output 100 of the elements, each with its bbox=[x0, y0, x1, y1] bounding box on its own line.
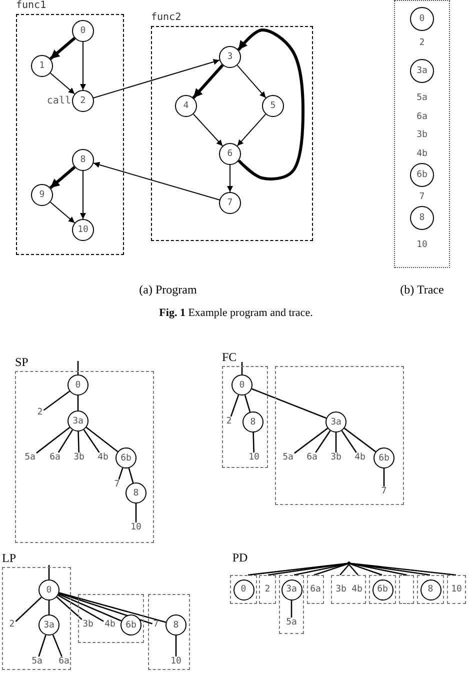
junction-point bbox=[348, 562, 350, 564]
circle-node: 6b bbox=[410, 163, 434, 187]
connector-line bbox=[350, 562, 430, 576]
circle-node: 6b bbox=[372, 579, 393, 600]
arrow bbox=[80, 170, 86, 220]
trace-entry: 3b bbox=[416, 130, 428, 140]
connector-line bbox=[268, 562, 348, 576]
node-label: 2 bbox=[225, 416, 233, 428]
circle-node: 3a bbox=[68, 410, 88, 432]
node-label: 5a bbox=[30, 656, 44, 668]
trace-entry: 7 bbox=[419, 192, 425, 202]
circle-node: 2 bbox=[72, 90, 94, 112]
node-label: 5a bbox=[282, 452, 294, 464]
circle-node: 3a bbox=[410, 59, 434, 83]
connector-line bbox=[128, 468, 134, 484]
circle-node: 4 bbox=[175, 95, 197, 117]
loop-arrow bbox=[237, 28, 304, 180]
circle-node: 10 bbox=[72, 219, 94, 241]
connector-line bbox=[314, 563, 348, 576]
arrow bbox=[49, 166, 76, 189]
connector-line bbox=[248, 562, 348, 576]
node-label: 10 bbox=[130, 522, 142, 534]
group-label: FC bbox=[222, 351, 237, 364]
figure-caption: Fig. 1 Example program and trace. bbox=[159, 307, 313, 319]
node-label: 4b bbox=[104, 620, 116, 630]
connector-line bbox=[36, 426, 70, 454]
connector-line bbox=[350, 563, 382, 576]
connector-line bbox=[294, 563, 348, 576]
connector-line bbox=[58, 594, 122, 622]
node-label: 7 bbox=[113, 480, 121, 490]
connector-line bbox=[230, 394, 240, 417]
connector-line bbox=[244, 394, 251, 412]
connector-line bbox=[38, 634, 46, 657]
arrow bbox=[93, 162, 220, 200]
trace-entry: 6a bbox=[416, 112, 428, 122]
circle-node: 3a bbox=[326, 412, 346, 432]
group-label: func2 bbox=[151, 11, 182, 24]
circle-node: 3 bbox=[219, 46, 241, 68]
connector-line bbox=[315, 430, 331, 453]
connector-line bbox=[348, 564, 358, 576]
circle-node: 5 bbox=[262, 95, 284, 117]
circle-node: 1 bbox=[31, 55, 53, 77]
circle-node: 6 bbox=[219, 143, 241, 165]
trace-entry: 10 bbox=[416, 240, 428, 250]
circle-node: 3a bbox=[38, 614, 60, 636]
connector-line bbox=[15, 596, 42, 622]
node-label: 7 bbox=[380, 486, 388, 498]
connector-line bbox=[77, 396, 79, 410]
circle-node: 6b bbox=[120, 614, 142, 636]
circle-node: 7 bbox=[219, 192, 241, 214]
circle-node: 8 bbox=[126, 482, 146, 504]
arrow bbox=[50, 202, 76, 224]
node-label: 4b bbox=[350, 584, 364, 595]
node-label: 5a bbox=[24, 452, 36, 464]
node-label: 2 bbox=[36, 408, 44, 418]
connector-line bbox=[43, 390, 70, 411]
group-label: SP bbox=[15, 356, 28, 369]
circle-node: 8 bbox=[420, 579, 441, 600]
connector-line bbox=[86, 426, 118, 452]
arrow bbox=[236, 64, 266, 98]
subfigure-caption: (a) Program bbox=[139, 282, 197, 298]
arrow bbox=[49, 37, 76, 60]
connector-line bbox=[48, 565, 50, 580]
arrow bbox=[192, 64, 224, 99]
connector-line bbox=[77, 361, 79, 374]
circle-node: 6b bbox=[116, 448, 136, 468]
circle-node: 0 bbox=[410, 7, 434, 31]
arrow bbox=[227, 164, 233, 192]
connector-line bbox=[383, 468, 385, 486]
side-label: call bbox=[46, 96, 71, 106]
connector-line bbox=[118, 468, 124, 480]
circle-node: 8 bbox=[72, 149, 94, 171]
circle-node: 3a bbox=[281, 579, 302, 600]
arrow bbox=[93, 59, 220, 98]
connector-line bbox=[48, 600, 50, 614]
circle-node: 6b bbox=[374, 448, 394, 468]
node-label: 5a bbox=[285, 618, 298, 628]
node-label: 3b bbox=[72, 452, 86, 464]
group-label: func1 bbox=[16, 0, 46, 12]
node-label: 7 bbox=[152, 620, 160, 630]
node-label: 3b bbox=[330, 452, 342, 464]
connector-line bbox=[341, 430, 357, 453]
circle-node: 0 bbox=[232, 374, 252, 396]
circle-node: 8 bbox=[242, 412, 264, 432]
connector-line bbox=[350, 563, 408, 576]
arrow bbox=[80, 42, 86, 90]
connector-line bbox=[58, 592, 166, 623]
connector-line bbox=[83, 429, 100, 453]
circle-node: 8 bbox=[166, 614, 186, 636]
circle-node: 0 bbox=[233, 579, 254, 600]
trace-entry: 4b bbox=[416, 149, 428, 159]
connector-line bbox=[241, 362, 243, 374]
circle-node: 0 bbox=[68, 374, 88, 396]
connector-line bbox=[58, 430, 73, 453]
node-label: 6a bbox=[309, 584, 322, 595]
connector-line bbox=[78, 431, 80, 453]
arrow bbox=[50, 72, 76, 94]
node-label: 10 bbox=[248, 452, 260, 464]
node-label: 4b bbox=[354, 452, 366, 464]
node-label: 10 bbox=[450, 584, 463, 595]
